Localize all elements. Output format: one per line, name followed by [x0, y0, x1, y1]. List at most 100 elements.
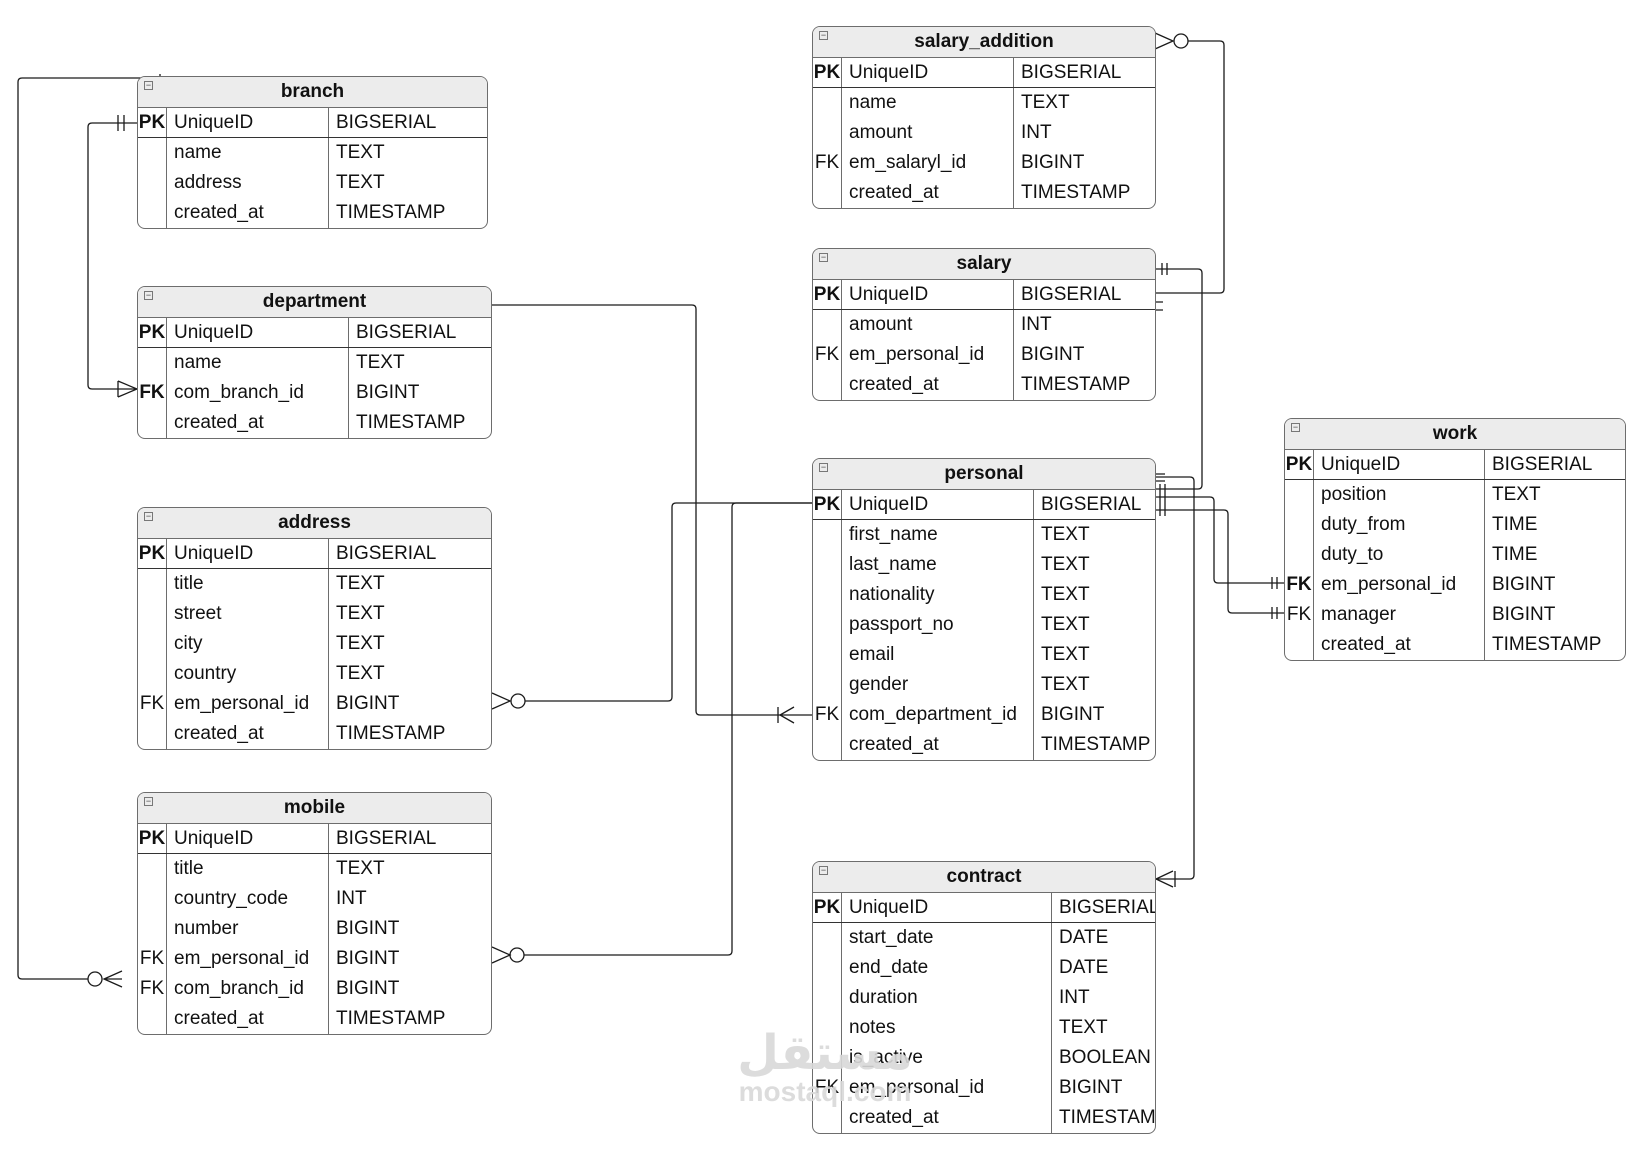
- collapse-icon[interactable]: −: [144, 290, 153, 300]
- table-header: − work: [1285, 419, 1625, 450]
- collapse-icon[interactable]: −: [819, 252, 828, 262]
- column-type: DATE: [1059, 927, 1109, 948]
- column-type: BIGINT: [1492, 574, 1556, 595]
- column-name: amount: [842, 310, 1014, 340]
- collapse-icon[interactable]: −: [144, 511, 153, 521]
- column-name: UniqueID: [842, 893, 1052, 922]
- column-type: TIMESTAMP: [1021, 182, 1131, 203]
- key-marker: [138, 914, 167, 944]
- collapse-icon[interactable]: −: [819, 30, 828, 40]
- key-marker: PK: [138, 824, 167, 853]
- column-name: UniqueID: [167, 108, 329, 137]
- table-title: mobile: [283, 797, 346, 818]
- column-name: position: [1314, 480, 1485, 510]
- column-type: TEXT: [1492, 484, 1541, 505]
- column-name: name: [167, 348, 349, 378]
- collapse-icon[interactable]: −: [819, 865, 828, 875]
- column-name: UniqueID: [167, 318, 349, 347]
- column-type: TEXT: [1021, 92, 1070, 113]
- collapse-icon[interactable]: −: [1291, 422, 1300, 432]
- collapse-icon[interactable]: −: [144, 796, 153, 806]
- column-type: TIMESTAMP: [336, 202, 446, 223]
- column-type: BIGSERIAL: [1021, 61, 1122, 83]
- column-name: amount: [842, 118, 1014, 148]
- column-name: street: [167, 599, 329, 629]
- column-row[interactable]: street TEXT: [138, 599, 491, 629]
- column-type: BIGSERIAL: [356, 321, 457, 343]
- column-row[interactable]: position TEXT: [1285, 480, 1625, 510]
- column-type: BIGINT: [1021, 152, 1085, 173]
- column-type: INT: [1059, 987, 1090, 1008]
- collapse-icon[interactable]: −: [819, 462, 828, 472]
- column-name: passport_no: [842, 610, 1034, 640]
- key-marker: PK: [813, 280, 842, 309]
- collapse-icon[interactable]: −: [144, 80, 153, 90]
- column-type: TEXT: [336, 603, 385, 624]
- column-name: duty_to: [1314, 540, 1485, 570]
- column-name: city: [167, 629, 329, 659]
